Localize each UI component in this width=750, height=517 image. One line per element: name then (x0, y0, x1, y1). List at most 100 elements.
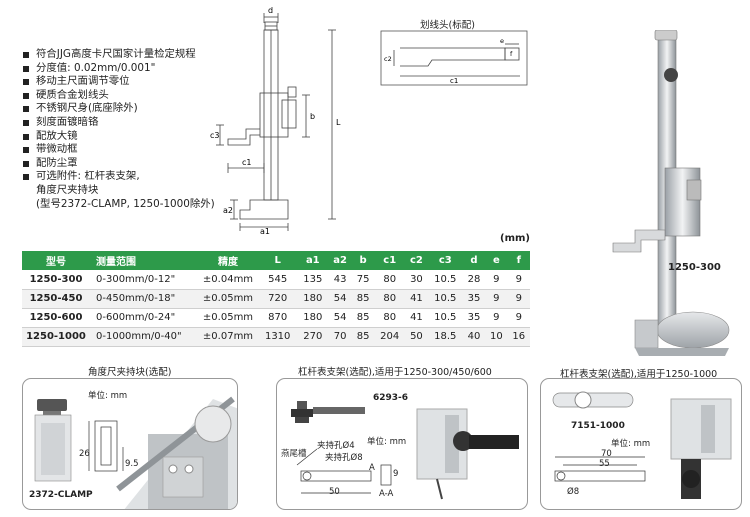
col-header: 精度 (198, 251, 258, 270)
cell: 10.5 (427, 308, 463, 328)
cell: 75 (351, 270, 375, 290)
cell: 70 (328, 327, 352, 347)
cell: 10.5 (427, 270, 463, 290)
cell: 85 (351, 327, 375, 347)
cell: 10.5 (427, 289, 463, 309)
col-header: 型号 (22, 251, 90, 270)
cell: 720 (258, 289, 298, 309)
cell: 54 (328, 308, 352, 328)
feature-item: 分度值: 0.02mm/0.001" (22, 62, 257, 76)
cell: 9 (507, 308, 530, 328)
col-header: c2 (405, 251, 428, 270)
bracket2-hole-label: Ø8 (567, 487, 580, 497)
feature-item-continued: (型号2372-CLAMP, 1250-1000除外) (36, 197, 215, 210)
scriber-detail-drawing: e f c1 c2 (380, 30, 528, 86)
dim-c2-label: c2 (384, 55, 392, 63)
bracket2-model: 7151-1000 (571, 421, 625, 431)
height-gauge-product-image (612, 30, 730, 356)
cell-model: 1250-300 (22, 270, 90, 290)
cell: 35 (462, 289, 486, 309)
bracket2-dim-70: 70 (601, 449, 612, 459)
cell: 9 (485, 289, 508, 309)
cell: 80 (374, 270, 406, 290)
bracket-model: 6293-6 (373, 393, 409, 403)
cell: 1310 (258, 327, 298, 347)
cell: 270 (297, 327, 329, 347)
cell: 180 (297, 308, 329, 328)
col-header: L (258, 251, 298, 270)
bracket-panel: 6293-6 单位: mm 燕尾槽 夹持孔Ø4 夹持孔Ø8 A 50 9 A-A (276, 378, 528, 510)
cell-accuracy: ±0.05mm (198, 289, 258, 309)
cell: 41 (405, 308, 428, 328)
cell-range: 0-450mm/0-18" (90, 289, 198, 309)
cell: 85 (351, 289, 375, 309)
feature-item: 配放大镜 (22, 130, 257, 144)
cell: 41 (405, 289, 428, 309)
cell: 80 (374, 308, 406, 328)
cell: 28 (462, 270, 486, 290)
col-header: c3 (427, 251, 463, 270)
cell: 35 (462, 308, 486, 328)
table-row: 1250-1000 0-1000mm/0-40" ±0.07mm 1310 27… (22, 327, 530, 347)
clamp-model: 2372-CLAMP (29, 490, 93, 500)
col-header: a1 (297, 251, 329, 270)
table-unit: (mm) (500, 233, 530, 244)
spec-table: 型号 测量范围 精度 L a1 a2 b c1 c2 c3 d e f 1250… (22, 251, 530, 347)
dim-c1-label: c1 (242, 158, 252, 167)
feature-item: 带微动框 (22, 143, 257, 157)
cell-range: 0-600mm/0-24" (90, 308, 198, 328)
cell-range: 0-300mm/0-12" (90, 270, 198, 290)
clamp-hole-8-label: 夹持孔Ø8 (325, 453, 363, 463)
cell: 40 (462, 327, 486, 347)
cell: 16 (507, 327, 530, 347)
dim-a1-label: a1 (260, 227, 270, 235)
clamp-panel: 单位: mm 26 9.5 2372-CLAMP (22, 378, 238, 510)
feature-list: 符合JJG高度卡尺国家计量检定规程 分度值: 0.02mm/0.001" 移动主… (22, 48, 257, 211)
col-header: d (462, 251, 486, 270)
cell: 135 (297, 270, 329, 290)
table-header-row: 型号 测量范围 精度 L a1 a2 b c1 c2 c3 d e f (22, 251, 530, 270)
cell: 80 (374, 289, 406, 309)
cell-accuracy: ±0.07mm (198, 327, 258, 347)
cell: 10 (485, 327, 508, 347)
cell-accuracy: ±0.04mm (198, 270, 258, 290)
clamp-unit: 单位: mm (88, 391, 128, 401)
cell: 54 (328, 289, 352, 309)
cell: 30 (405, 270, 428, 290)
col-header: f (507, 251, 530, 270)
feature-item: 移动主尺面调节零位 (22, 75, 257, 89)
dim-f-label: f (510, 50, 513, 58)
table-row: 1250-300 0-300mm/0-12" ±0.04mm 545 135 4… (22, 270, 530, 290)
dim-b-label: b (310, 112, 315, 121)
clamp-hole-4-label: 夹持孔Ø4 (317, 441, 355, 451)
bracket2-panel: 7151-1000 单位: mm 70 55 Ø8 (540, 378, 742, 510)
dim-c1-scriber-label: c1 (450, 77, 458, 85)
clamp-illustration (34, 396, 237, 509)
cell: 9 (485, 270, 508, 290)
feature-item: 刻度面镀暗铬 (22, 116, 257, 130)
cell-range: 0-1000mm/0-40" (90, 327, 198, 347)
cell: 9 (507, 289, 530, 309)
dim-d-label: d (268, 6, 273, 15)
clamp-dim-9-5: 9.5 (125, 459, 139, 469)
bracket-unit: 单位: mm (367, 437, 407, 447)
col-header: a2 (328, 251, 352, 270)
col-header: b (351, 251, 375, 270)
cell: 9 (485, 308, 508, 328)
cell-model: 1250-450 (22, 289, 90, 309)
dovetail-groove-label: 燕尾槽 (281, 449, 307, 459)
feature-item: 可选附件: 杠杆表支架, (22, 170, 257, 184)
table-row: 1250-450 0-450mm/0-18" ±0.05mm 720 180 5… (22, 289, 530, 309)
col-header: 测量范围 (90, 251, 198, 270)
table-row: 1250-600 0-600mm/0-24" ±0.05mm 870 180 5… (22, 308, 530, 328)
cell: 85 (351, 308, 375, 328)
gauge-dimension-drawing: d L b c1 a1 a2 c3 (210, 6, 341, 235)
dim-L-label: L (336, 118, 341, 127)
clamp-dim-26: 26 (79, 449, 90, 459)
cell-accuracy: ±0.05mm (198, 308, 258, 328)
feature-item-continued: 角度尺夹持块 (36, 183, 99, 196)
dim-c3-label: c3 (210, 131, 220, 140)
clamp-panel-title: 角度尺夹持块(选配) (88, 367, 172, 378)
bracket-dim-9: 9 (393, 469, 399, 479)
cell: 870 (258, 308, 298, 328)
